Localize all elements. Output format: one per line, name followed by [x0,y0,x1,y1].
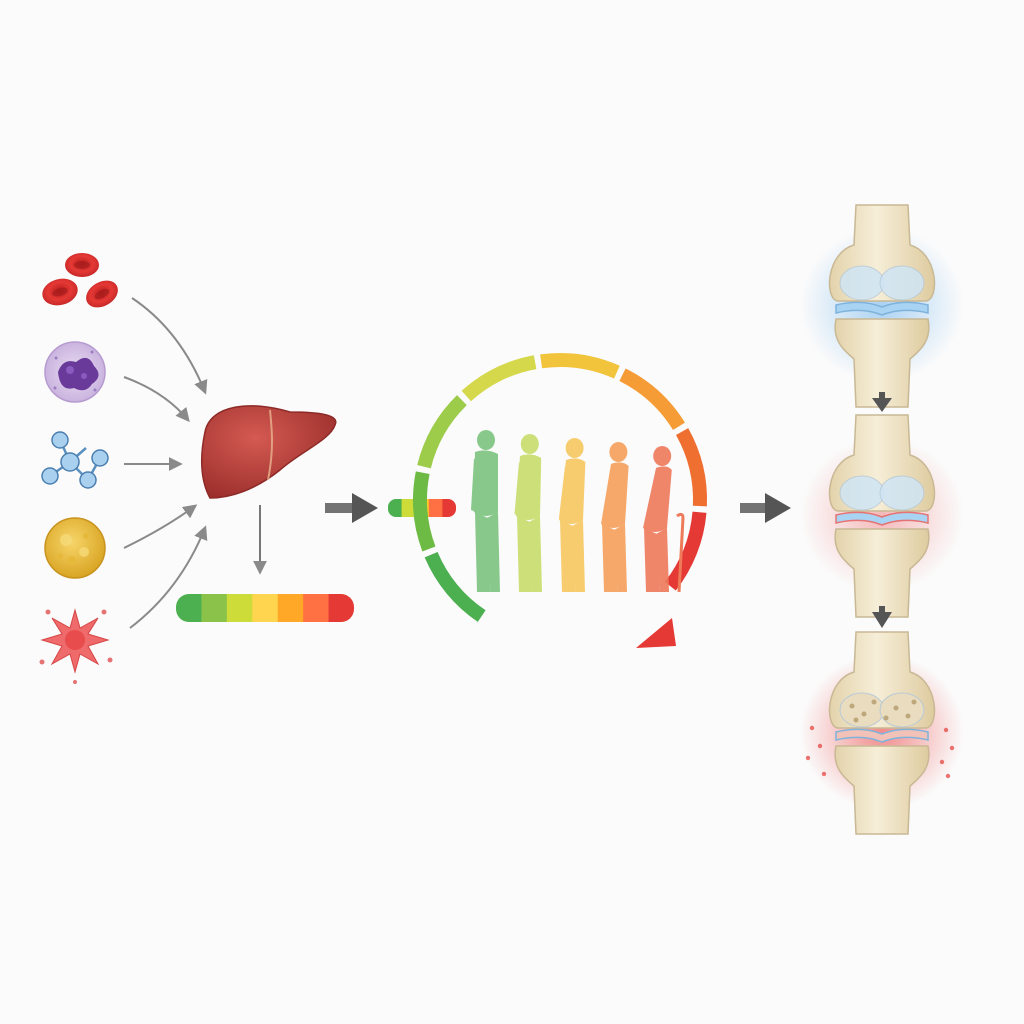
molecule-icon [41,431,109,489]
flow-arrow-2 [740,493,791,523]
inflammatory-cell-icon [39,608,113,684]
mini-bar-segment [442,499,456,517]
gauge-arc-segment [540,353,620,379]
aging-gauge-arc [413,353,707,622]
knee-arrow-1 [872,392,892,412]
score-bar [176,594,354,622]
red-blood-cells-icon [42,253,118,308]
gauge-arrowhead-icon [636,618,676,648]
person-figure-icon [601,442,629,592]
gauge-arc-segment [424,551,486,622]
adipocyte-icon [44,517,106,579]
knee-joint-healthy-icon [800,204,964,408]
gauge-arc-segment [413,471,436,552]
person-figure-icon [471,430,500,592]
mini-bar-segment [428,499,443,517]
knee-joint-osteoarthritis-icon [800,631,964,835]
gauge-arc-segment [461,355,537,402]
knee-arrow-2 [872,606,892,628]
aging-figures [471,430,685,593]
neutrophil-icon [44,341,106,403]
knee-joint-early-damage-icon [800,414,964,618]
gauge-arc-segment [619,368,685,431]
score-bar-segment [176,594,202,622]
score-bar-segment [328,594,354,622]
score-bar-segment [252,594,279,622]
person-figure-icon [559,438,586,592]
input-arrows [123,297,208,629]
score-bar-segment [277,594,304,622]
gauge-arc-segment [675,428,707,507]
mini-bar-segment [401,499,416,517]
liver-icon [200,405,337,499]
person-figure-icon [514,434,542,592]
score-bar-segment [226,594,253,622]
knee-stages [800,204,964,835]
flow-arrow-1 [325,493,378,523]
score-bar-segment [303,594,330,622]
person-figure-icon [643,446,672,592]
gauge-arc-segment [417,395,467,469]
mini-bar-segment [388,499,403,517]
gauge-arc-segment [664,511,707,591]
score-bar-segment [201,594,228,622]
